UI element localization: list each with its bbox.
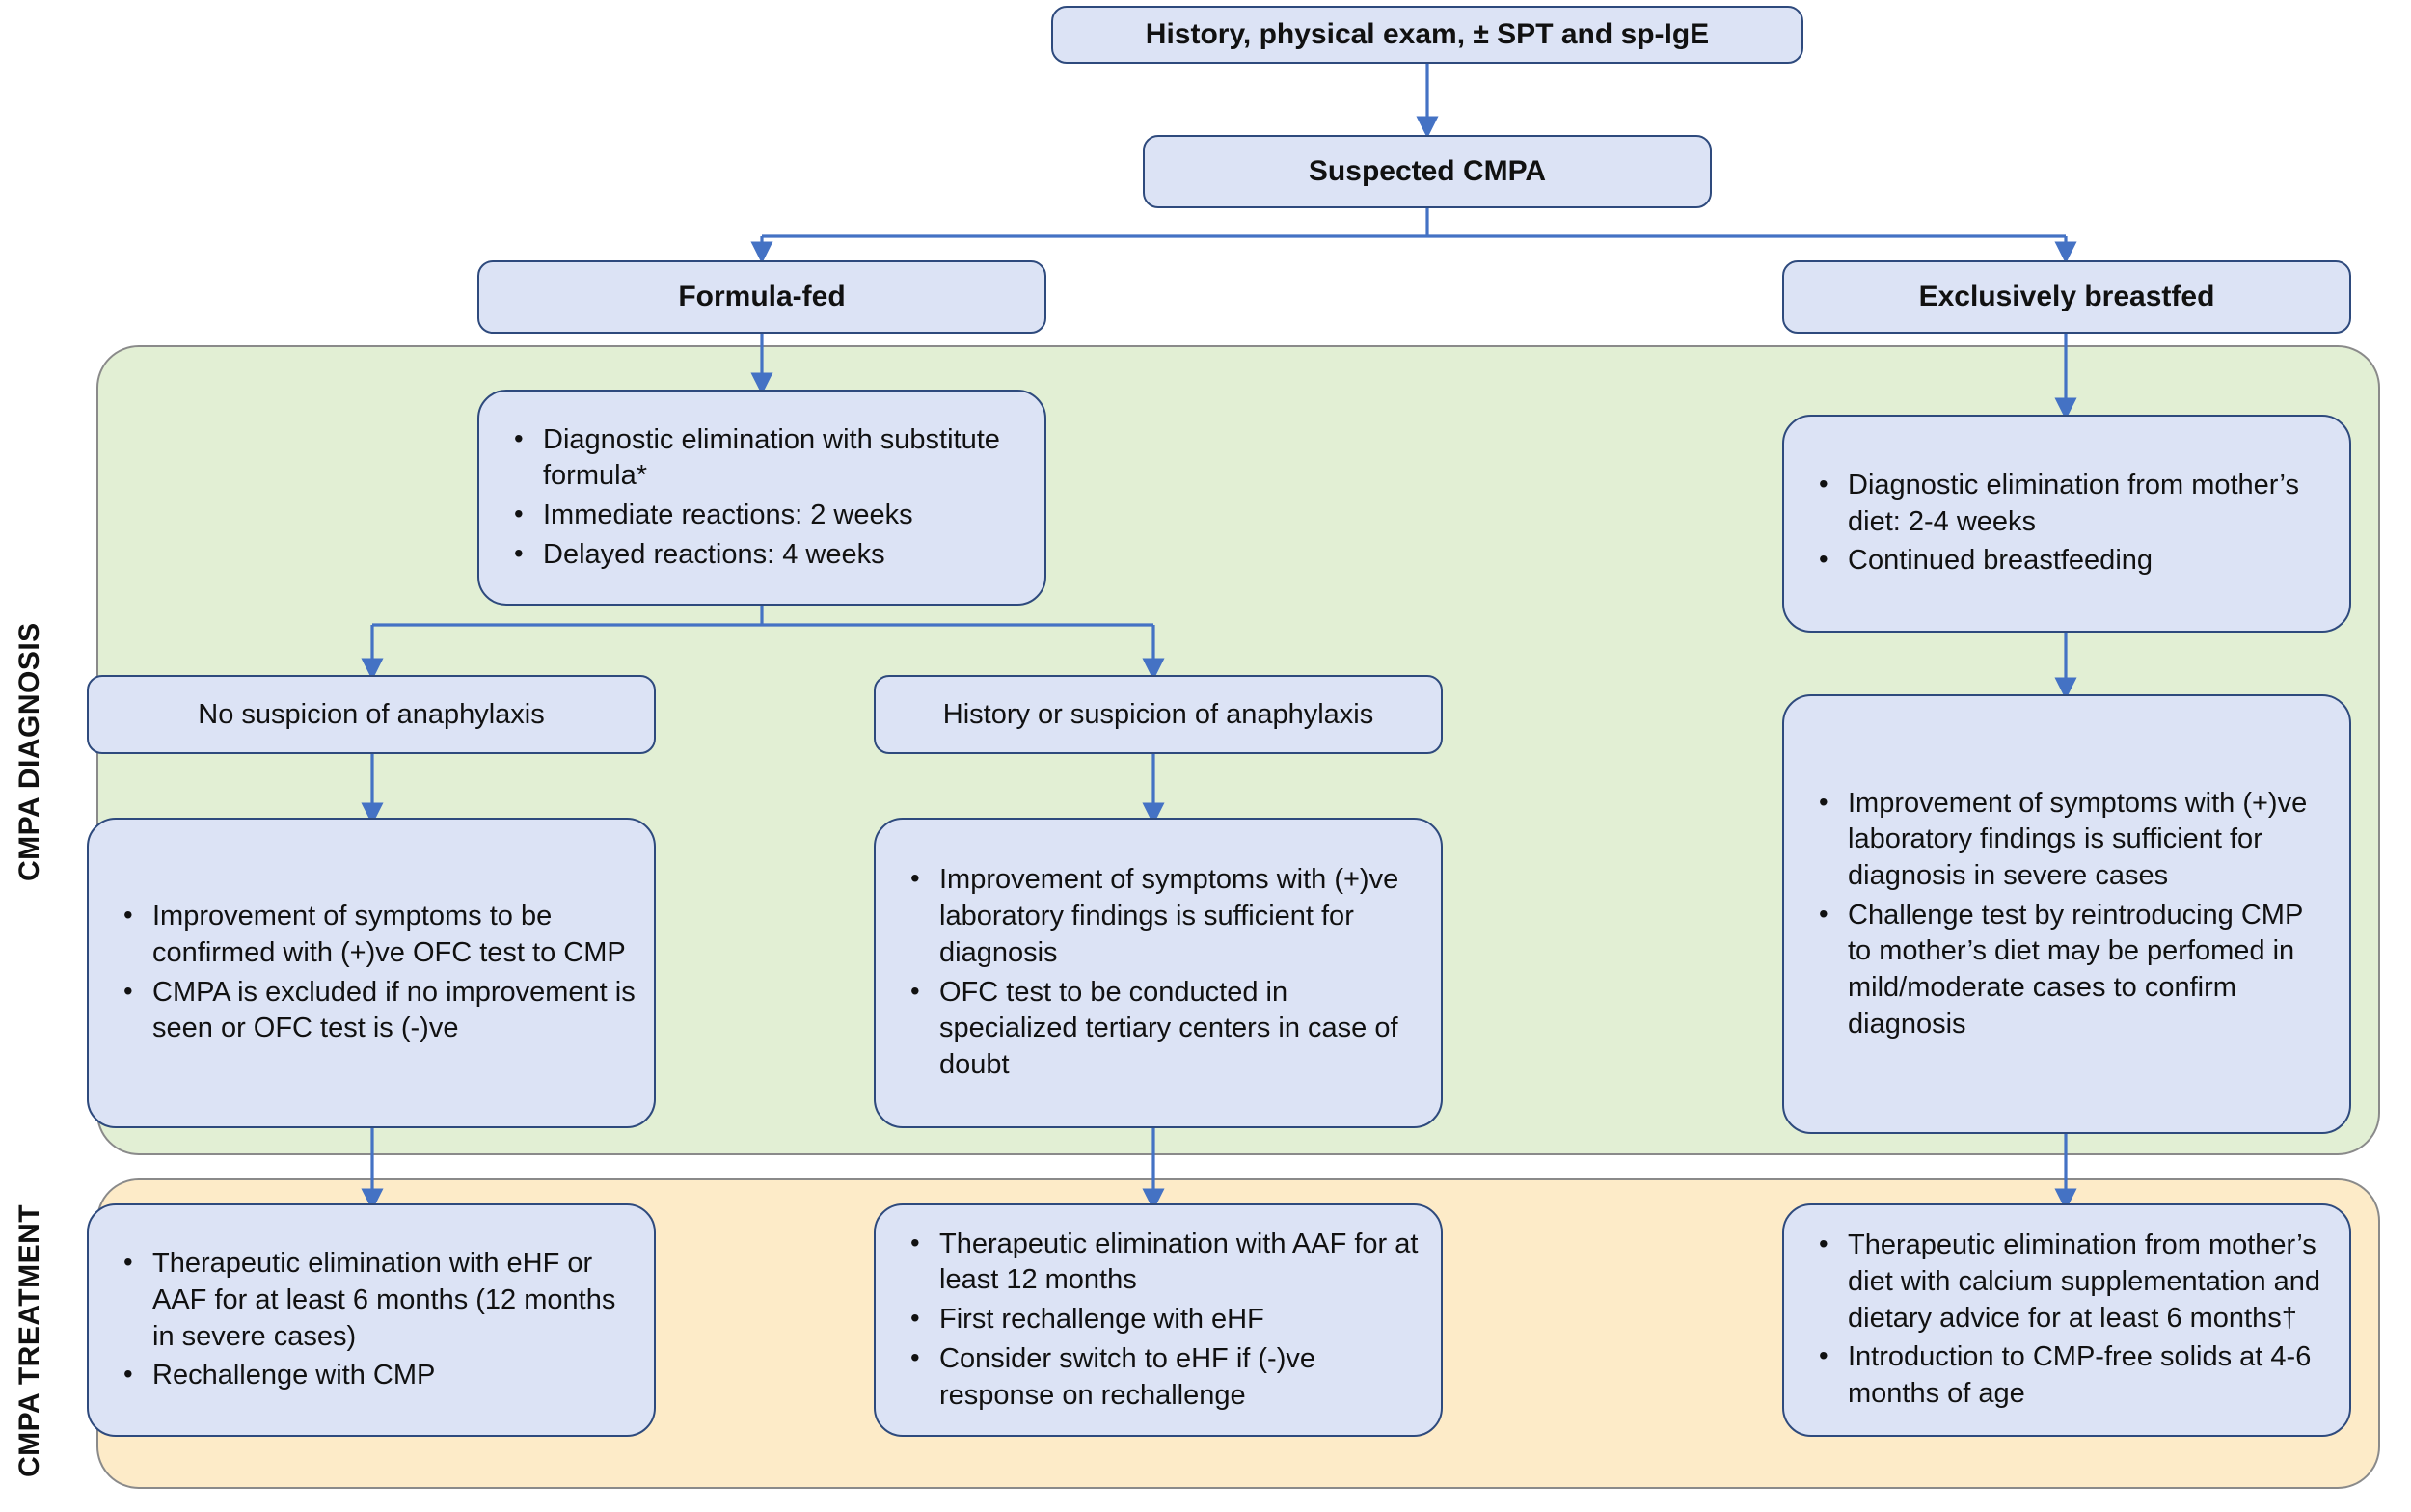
node-treatment-right[interactable]: Therapeutic elimination from mother’s di…	[1782, 1203, 2351, 1437]
node-no-anaphylaxis-detail[interactable]: Improvement of symptoms to be confirmed …	[87, 818, 656, 1128]
list-item: Introduction to CMP-free solids at 4-6 m…	[1813, 1338, 2332, 1412]
list-item: Improvement of symptoms with (+)ve labor…	[1813, 785, 2332, 895]
list-item: Diagnostic elimination with substitute f…	[508, 421, 1027, 495]
node-history-suspicion-anaphylaxis-label: History or suspicion of anaphylaxis	[942, 698, 1374, 730]
node-breastfed-diagnostic-elimination[interactable]: Diagnostic elimination from mother’s die…	[1782, 415, 2351, 633]
node-treatment-middle-list: Therapeutic elimination with AAF for at …	[876, 1224, 1441, 1417]
list-item: Therapeutic elimination from mother’s di…	[1813, 1227, 2332, 1336]
node-anaphylaxis-detail-list: Improvement of symptoms with (+)ve labor…	[876, 859, 1441, 1086]
node-breastfed-detail-list: Improvement of symptoms with (+)ve labor…	[1784, 783, 2349, 1046]
list-item: Immediate reactions: 2 weeks	[508, 497, 1027, 534]
node-treatment-middle[interactable]: Therapeutic elimination with AAF for at …	[874, 1203, 1443, 1437]
node-no-anaphylaxis-detail-list: Improvement of symptoms to be confirmed …	[89, 896, 654, 1050]
node-history-suspicion-anaphylaxis[interactable]: History or suspicion of anaphylaxis	[874, 675, 1443, 754]
node-breastfed-detail[interactable]: Improvement of symptoms with (+)ve labor…	[1782, 694, 2351, 1134]
node-history[interactable]: History, physical exam, ± SPT and sp-IgE	[1051, 6, 1803, 64]
node-breastfed-diagnostic-elimination-list: Diagnostic elimination from mother’s die…	[1784, 465, 2349, 582]
node-treatment-left[interactable]: Therapeutic elimination with eHF or AAF …	[87, 1203, 656, 1437]
list-item: Consider switch to eHF if (-)ve response…	[905, 1340, 1423, 1414]
node-suspected-cmpa-label: Suspected CMPA	[1308, 155, 1547, 187]
list-item: First rechallenge with eHF	[905, 1301, 1423, 1338]
node-exclusively-breastfed[interactable]: Exclusively breastfed	[1782, 260, 2351, 334]
list-item: Delayed reactions: 4 weeks	[508, 536, 1027, 574]
list-item: CMPA is excluded if no improvement is se…	[118, 973, 637, 1047]
node-treatment-right-list: Therapeutic elimination from mother’s di…	[1784, 1225, 2349, 1415]
list-item: OFC test to be conducted in specialized …	[905, 973, 1423, 1084]
node-no-suspicion-anaphylaxis[interactable]: No suspicion of anaphylaxis	[87, 675, 656, 754]
node-suspected-cmpa[interactable]: Suspected CMPA	[1143, 135, 1712, 208]
list-item: Diagnostic elimination from mother’s die…	[1813, 467, 2332, 540]
treatment-phase-label: CMPA TREATMENT	[14, 1203, 45, 1477]
node-formula-fed-label: Formula-fed	[678, 281, 846, 312]
node-anaphylaxis-detail[interactable]: Improvement of symptoms with (+)ve labor…	[874, 818, 1443, 1128]
node-no-suspicion-anaphylaxis-label: No suspicion of anaphylaxis	[198, 698, 545, 730]
list-item: Improvement of symptoms to be confirmed …	[118, 898, 637, 971]
node-formula-fed[interactable]: Formula-fed	[477, 260, 1046, 334]
list-item: Improvement of symptoms with (+)ve labor…	[905, 861, 1423, 971]
diagnosis-phase-label: CMPA DIAGNOSIS	[14, 622, 45, 882]
list-item: Therapeutic elimination with eHF or AAF …	[118, 1245, 637, 1355]
node-formula-diagnostic-elimination-list: Diagnostic elimination with substitute f…	[479, 419, 1044, 577]
list-item: Therapeutic elimination with AAF for at …	[905, 1226, 1423, 1299]
node-history-label: History, physical exam, ± SPT and sp-IgE	[1145, 18, 1710, 50]
node-formula-diagnostic-elimination[interactable]: Diagnostic elimination with substitute f…	[477, 390, 1046, 606]
list-item: Challenge test by reintroducing CMP to m…	[1813, 897, 2332, 1043]
list-item: Continued breastfeeding	[1813, 542, 2332, 580]
node-treatment-left-list: Therapeutic elimination with eHF or AAF …	[89, 1243, 654, 1397]
list-item: Rechallenge with CMP	[118, 1357, 637, 1394]
node-exclusively-breastfed-label: Exclusively breastfed	[1918, 281, 2215, 312]
